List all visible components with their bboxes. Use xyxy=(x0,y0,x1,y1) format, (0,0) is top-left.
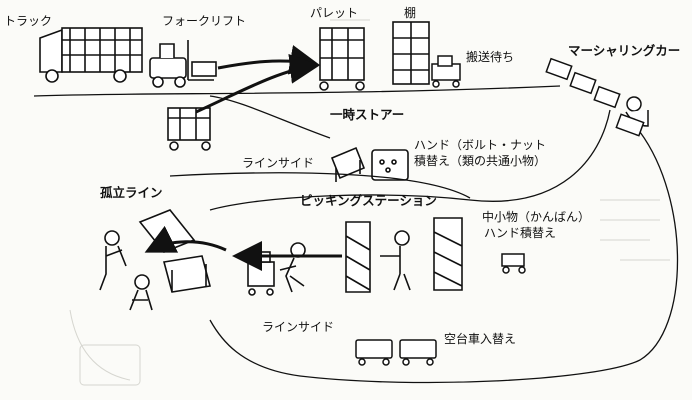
pallet-label: パレット xyxy=(310,6,359,20)
background-faint-text xyxy=(69,19,670,386)
shelf-icon xyxy=(392,21,430,85)
picking-shelves-icon xyxy=(345,217,463,293)
parts-bin-icon xyxy=(330,146,409,182)
picking-worker-icon xyxy=(247,242,306,296)
temp-store-label: 一時ストアー xyxy=(330,107,405,122)
waiting-cart-icon xyxy=(431,55,461,88)
isolated-line-label: 孤立ライン xyxy=(100,185,163,200)
truck-label: トラック xyxy=(4,14,53,28)
pallet-cart-icon xyxy=(319,27,365,91)
shelf-label: 棚 xyxy=(404,6,417,20)
marshalling-car-icon xyxy=(545,57,649,137)
medium-parts-label-2: ハンド積替え xyxy=(484,226,557,240)
empty-cart-icon xyxy=(355,339,437,366)
truck-icon xyxy=(39,27,143,83)
empty-cart-label: 空台車入替え xyxy=(444,332,517,346)
picking-station-label: ピッキングステーション xyxy=(300,193,437,208)
flow-arrows xyxy=(144,45,342,271)
forklift-label: フォークリフト xyxy=(162,14,247,28)
lineside-bottom-label: ラインサイド xyxy=(262,320,335,334)
medium-parts-label-1: 中小物（かんばん） xyxy=(482,210,591,224)
lineside-top-label: ラインサイド xyxy=(242,156,315,170)
medium-parts-cart-icon xyxy=(501,253,526,274)
hand-label-2: 積替え（類の共通小物） xyxy=(414,154,547,168)
isolated-line-station-icon xyxy=(99,209,212,311)
hand-label-1: ハンド（ボルト・ナット xyxy=(414,138,547,152)
temp-store-cart-icon xyxy=(167,107,211,151)
flow-lines xyxy=(33,85,679,384)
forklift-icon xyxy=(149,40,217,88)
waiting-label: 搬送待ち xyxy=(466,50,515,64)
marshalling-car-label: マーシャリングカー xyxy=(568,43,681,58)
